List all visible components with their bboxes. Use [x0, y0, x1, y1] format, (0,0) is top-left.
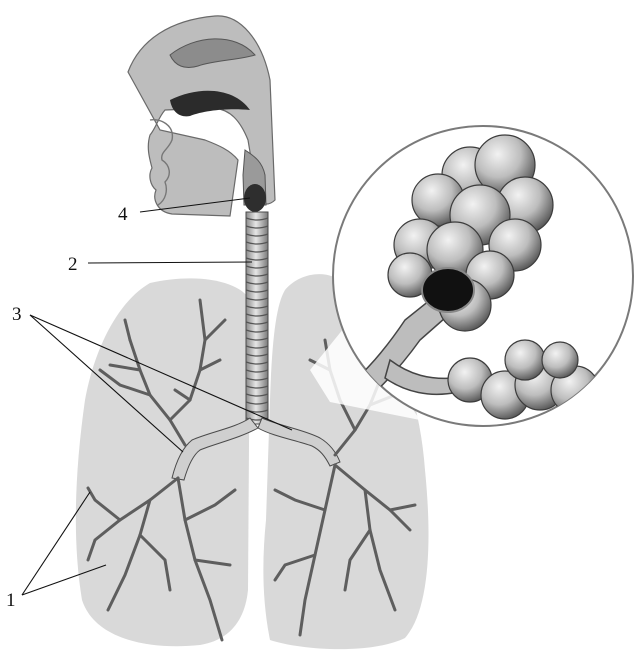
callout-2: 2	[68, 254, 78, 275]
head-profile	[128, 16, 275, 216]
alveoli-inset	[310, 126, 633, 426]
leader-line-2	[88, 262, 252, 263]
callout-4: 4	[118, 204, 128, 225]
right-lung	[76, 278, 250, 646]
callout-1: 1	[6, 590, 16, 611]
trachea	[246, 212, 268, 424]
callout-3: 3	[12, 304, 22, 325]
